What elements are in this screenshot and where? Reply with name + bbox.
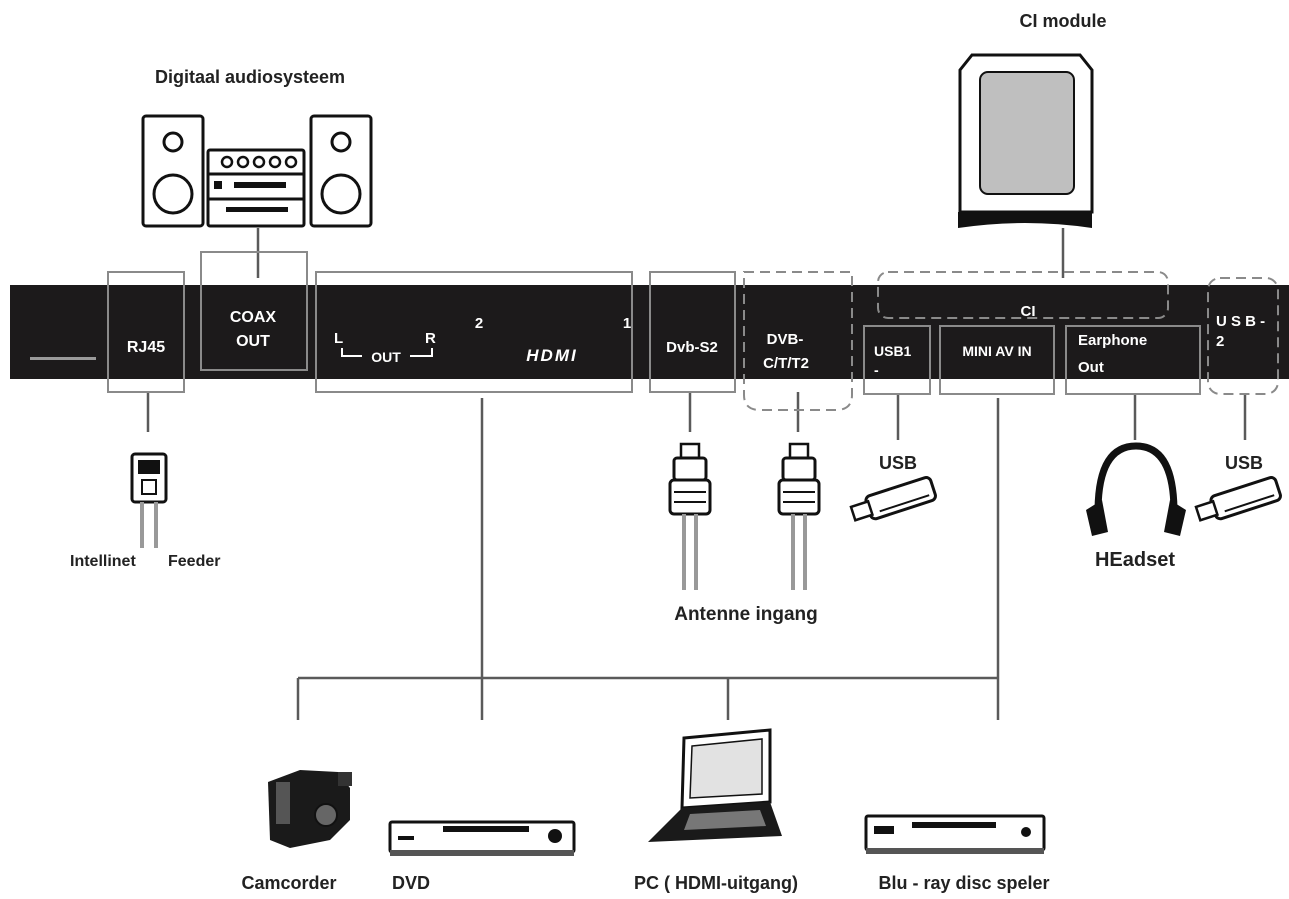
dvbs2-outline: [649, 271, 736, 393]
hdmi-outline: [315, 271, 633, 393]
headset-icon: [1086, 442, 1186, 536]
usb2-outline: [1207, 277, 1279, 395]
usb-stick-icon-right: [1194, 476, 1282, 522]
feeder-label: Feeder: [168, 553, 220, 570]
hdmi-1-label: 1: [623, 315, 631, 332]
usb-left-label: USB: [879, 453, 917, 473]
usb1-port-label-line2: -: [874, 362, 879, 378]
coax-port-label-line1: COAX: [230, 309, 277, 326]
headset-label: HEadset: [1095, 549, 1175, 571]
rj45-outline: [107, 271, 185, 393]
coax-port-label-line2: OUT: [236, 333, 270, 350]
rj45-port-label: RJ45: [127, 339, 165, 356]
ci-module-label: CI module: [1019, 11, 1106, 31]
camcorder-label: Camcorder: [241, 873, 336, 893]
audio-out-label: OUT: [371, 349, 401, 365]
dvbct-port-label-line1: DVB-: [767, 331, 804, 348]
ci-module-card: [958, 53, 1094, 228]
port-labels: RJ45 COAX OUT L OUT R 2 1 HDMI Dvb-S2 DV…: [127, 303, 1265, 378]
intellinet-label: Intellinet: [70, 553, 136, 570]
dvbct-port-label-line2: C/T/T2: [763, 355, 809, 372]
laptop-icon: [648, 728, 782, 842]
usb1-outline: [863, 325, 931, 395]
audio-system-icon: [141, 114, 373, 228]
connection-lines: [146, 228, 1247, 720]
ci-slot-outline: [877, 271, 1169, 319]
usb2-port-label-line2: 2: [1216, 333, 1224, 350]
audio-system-label: Digitaal audiosysteem: [155, 67, 345, 87]
port-outlines: [107, 251, 1279, 411]
camcorder-icon: [268, 770, 352, 848]
antenna-label: Antenne ingang: [674, 604, 818, 625]
hdmi-2-label: 2: [475, 315, 483, 332]
antenna-plug-icon-2: [777, 442, 821, 590]
usb2-port-label-line1: U S B -: [1216, 313, 1265, 330]
earphone-port-label-line1: Earphone: [1078, 332, 1147, 349]
hdmi-logo: HDMI: [526, 346, 577, 365]
dvd-label: DVD: [392, 873, 430, 893]
usb1-port-label-line1: USB1: [874, 343, 912, 359]
usb-stick-icon-left: [849, 476, 937, 522]
earphone-port-label-line2: Out: [1078, 359, 1104, 376]
audio-out-bracket: [341, 348, 433, 357]
ci-slot-label: CI: [1021, 303, 1036, 320]
miniav-port-label: MINI AV IN: [962, 343, 1031, 359]
usb-right-label: USB: [1225, 453, 1263, 473]
miniav-outline: [939, 325, 1055, 395]
audio-left-label: L: [334, 330, 343, 347]
earphone-outline: [1065, 325, 1201, 395]
antenna-plug-icon-1: [668, 442, 712, 590]
audio-right-label: R: [425, 330, 436, 347]
panel-edge-mark: [30, 357, 96, 360]
dvbct-outline: [743, 271, 853, 411]
rj45-plug-icon: [130, 452, 168, 548]
dvbs2-port-label: Dvb-S2: [666, 339, 718, 356]
bluray-label: Blu - ray disc speler: [878, 873, 1049, 893]
dvd-player-icon: [388, 820, 576, 856]
pc-label: PC ( HDMI-uitgang): [634, 873, 798, 893]
bluray-player-icon: [864, 814, 1046, 854]
coax-outline: [200, 251, 308, 371]
